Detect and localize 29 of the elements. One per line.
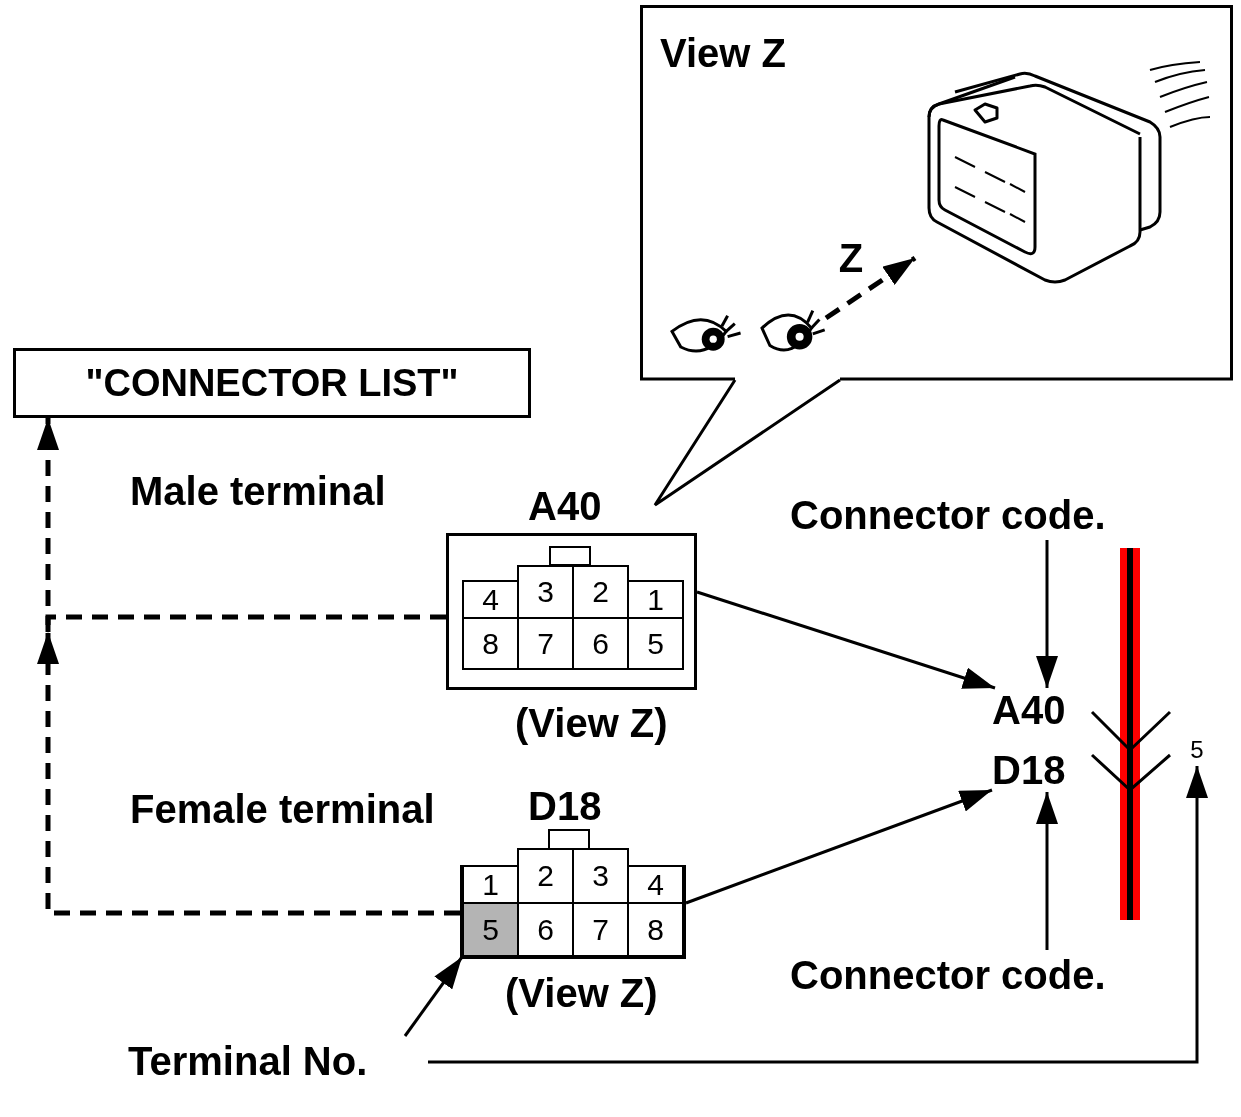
view-caption: (View Z) <box>515 700 669 746</box>
arrow <box>685 788 993 905</box>
terminal-cell: 5 <box>627 617 684 670</box>
view-title: View Z <box>660 30 787 77</box>
dashed-arrow <box>824 255 917 321</box>
dashed-arrow <box>37 632 460 916</box>
connector-code: D18 <box>992 748 1088 792</box>
view-caption: (View Z) <box>505 970 659 1016</box>
callout-label: Connector code. <box>790 490 1180 540</box>
terminal-type-label: Male terminal <box>130 468 387 515</box>
terminal-number: 5 <box>1182 734 1212 766</box>
arrow <box>428 766 1208 1064</box>
connector-code: D18 <box>528 784 603 828</box>
terminal-cell: 5 <box>462 902 519 957</box>
title-box: "CONNECTOR LIST" <box>13 348 531 418</box>
arrow <box>696 590 996 690</box>
dashed-arrow <box>37 418 59 632</box>
terminal-cell: 1 <box>627 580 684 619</box>
connector-code: A40 <box>992 688 1088 732</box>
terminal-cell: 4 <box>462 580 519 619</box>
connector-code: A40 <box>528 484 603 528</box>
arrow <box>403 956 464 1037</box>
terminal-cell: 8 <box>462 617 519 670</box>
terminal-type-label: Female terminal <box>130 786 436 833</box>
terminal-cell: 8 <box>627 902 684 957</box>
arrow <box>1036 540 1058 688</box>
callout-label: Terminal No. <box>128 1036 428 1086</box>
arrow <box>1036 792 1058 950</box>
callout-label: Connector code. <box>790 950 1180 1000</box>
